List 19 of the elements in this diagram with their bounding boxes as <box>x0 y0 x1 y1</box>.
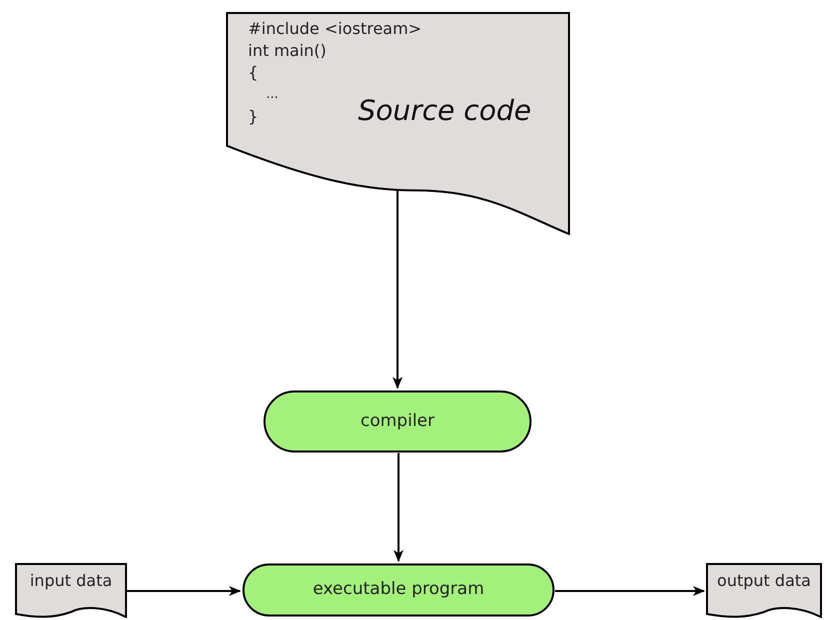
document-shape <box>226 12 570 235</box>
document-shape <box>706 563 822 618</box>
node-label: compiler <box>360 410 434 433</box>
node-label: input data <box>30 570 112 592</box>
arrow <box>127 586 241 596</box>
code-line: } <box>248 106 258 128</box>
document-title: Source code <box>358 94 532 128</box>
node-label: output data <box>717 570 811 592</box>
process-pill <box>263 390 532 453</box>
arrow <box>394 453 404 562</box>
document-shape <box>15 563 127 618</box>
code-line: int main() <box>248 40 326 62</box>
process-pill <box>242 563 555 617</box>
code-line: ... <box>265 86 278 104</box>
node-label: executable program <box>312 578 484 602</box>
code-line: #include <iostream> <box>248 18 422 40</box>
code-line: { <box>248 62 258 84</box>
arrow <box>392 190 402 389</box>
arrow <box>555 586 705 596</box>
